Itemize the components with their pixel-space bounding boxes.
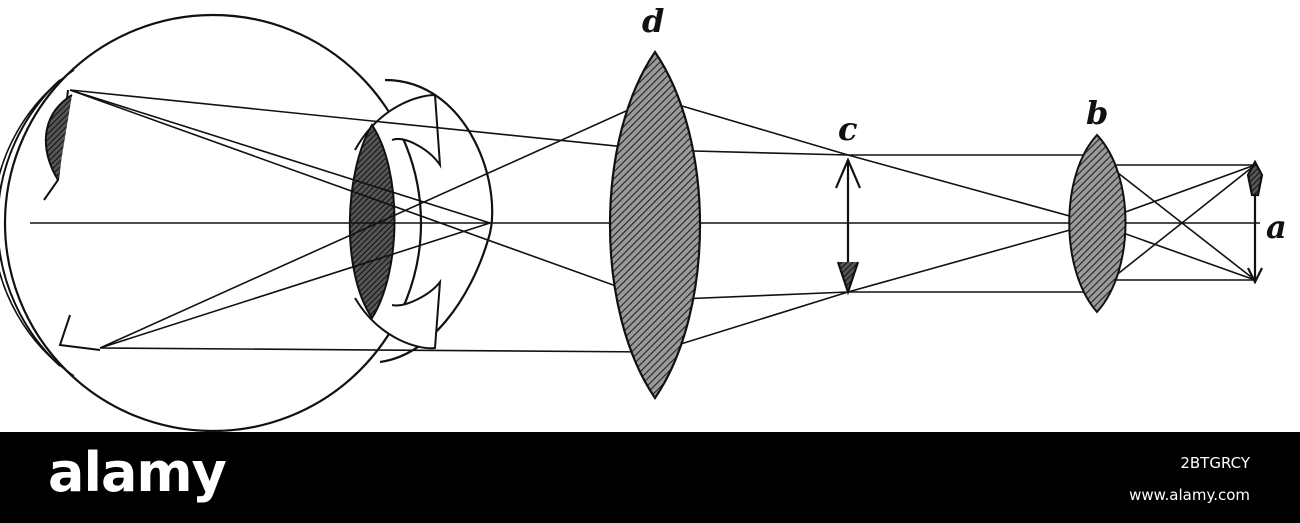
label-c: c (838, 110, 857, 148)
label-b: b (1086, 94, 1108, 132)
site-url: www.alamy.com (1129, 486, 1250, 504)
image-id: 2BTGRCY (1180, 454, 1250, 472)
telescope-eye-diagram: d c b a (0, 2, 1287, 432)
iris-upper (354, 93, 442, 169)
light-rays (69, 89, 1256, 353)
object-arrow (1246, 159, 1264, 285)
label-d: d (642, 2, 664, 40)
watermark-footer: alamy 2BTGRCY www.alamy.com (0, 432, 1300, 523)
label-a: a (1266, 208, 1287, 246)
eye-lens (348, 123, 396, 320)
retinal-image-arrow (43, 89, 101, 351)
lens-b (1068, 133, 1127, 314)
choroid-layer (0, 69, 75, 377)
retina-layer (0, 79, 61, 367)
intermediate-image-arrow (834, 157, 862, 296)
lens-d (608, 50, 702, 400)
iris-lower (354, 278, 442, 350)
brand-logo: alamy (48, 441, 227, 504)
